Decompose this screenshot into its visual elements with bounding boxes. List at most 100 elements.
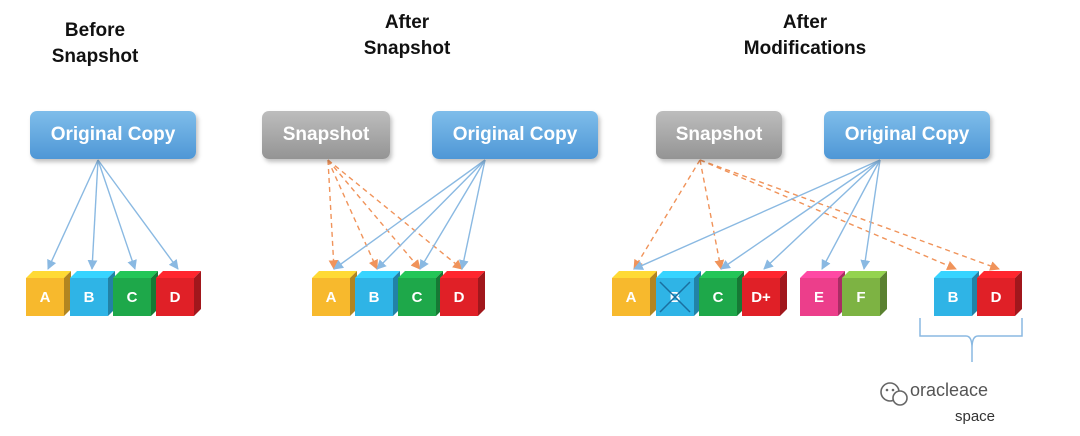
block-label: C <box>713 289 724 306</box>
block-front-face <box>70 278 108 316</box>
snapshot-pointer-arrow <box>699 159 957 271</box>
block-top-face <box>156 271 201 278</box>
snapshot-pointer-arrow <box>699 159 1000 271</box>
block-front-face <box>312 278 350 316</box>
block-top-face <box>312 271 357 278</box>
block-top-face <box>742 271 787 278</box>
heading-line: After <box>782 12 828 33</box>
block-front-face <box>440 278 478 316</box>
block-top-face <box>977 271 1022 278</box>
block-label: D <box>991 289 1002 306</box>
block-top-face <box>113 271 158 278</box>
heading-line: Snapshot <box>363 38 451 59</box>
original-pointer-arrow <box>860 159 881 270</box>
block-c: C <box>699 271 744 316</box>
original-pointer-arrow <box>459 159 486 270</box>
original-copy-node: Original Copy <box>824 111 990 159</box>
original-pointer-arrow <box>633 159 881 270</box>
block-front-face <box>156 278 194 316</box>
heading-line: Before <box>64 20 126 41</box>
block-front-face <box>355 278 393 316</box>
block-top-face <box>70 271 115 278</box>
original-pointer-arrow <box>87 159 99 270</box>
original-pointer-arrow <box>763 159 881 270</box>
snapshot-pointer-arrow <box>327 159 421 270</box>
snapshot-pointer-arrow <box>633 159 701 270</box>
block-top-face <box>26 271 71 278</box>
arrow-layer <box>47 159 1000 271</box>
block-c: C <box>113 271 158 316</box>
block-top-face <box>800 271 845 278</box>
block-front-face <box>842 278 880 316</box>
block-label: D+ <box>751 289 771 306</box>
block-side-face <box>478 271 485 316</box>
block-c: C <box>398 271 443 316</box>
curly-brace-icon <box>919 318 1023 362</box>
block-d: D <box>440 271 485 316</box>
block-top-face <box>398 271 443 278</box>
block-label: F <box>856 289 865 306</box>
block-e: E <box>800 271 845 316</box>
block-front-face <box>699 278 737 316</box>
block-b: B <box>355 271 400 316</box>
original-pointer-arrow <box>97 159 137 270</box>
block-side-face <box>1015 271 1022 316</box>
original-pointer-arrow <box>97 159 179 270</box>
original-copy-node: Original Copy <box>30 111 196 159</box>
block-front-face <box>800 278 838 316</box>
block-side-face <box>64 271 71 316</box>
heading-before-snapshot: Before Snapshot <box>30 18 160 70</box>
block-front-face <box>742 278 780 316</box>
block-label: B <box>369 289 380 306</box>
heading-after-modifications: After Modifications <box>720 10 890 62</box>
block-side-face <box>650 271 657 316</box>
block-front-face <box>113 278 151 316</box>
block-label: D <box>170 289 181 306</box>
block-label: E <box>814 289 824 306</box>
block-a: A <box>612 271 657 316</box>
heading-line: Modifications <box>743 38 867 59</box>
block-side-face <box>780 271 787 316</box>
wechat-icon <box>880 382 908 406</box>
block-b: B <box>934 271 979 316</box>
block-top-face <box>699 271 744 278</box>
block-front-face <box>398 278 436 316</box>
original-pointer-arrow <box>333 159 486 270</box>
snapshot-pointer-arrow <box>327 159 339 270</box>
block-label: C <box>412 289 423 306</box>
block-front-face <box>977 278 1015 316</box>
block-top-face <box>612 271 657 278</box>
block-a: A <box>312 271 357 316</box>
block-a: A <box>26 271 71 316</box>
watermark-text: oracleace <box>910 380 989 400</box>
original-pointer-arrow <box>821 159 881 270</box>
heading-after-snapshot: After Snapshot <box>342 10 472 62</box>
original-pointer-arrow <box>419 159 486 270</box>
block-side-face <box>194 271 201 316</box>
original-pointer-arrow <box>720 159 881 270</box>
block-top-face <box>440 271 485 278</box>
block-b: B <box>656 271 701 316</box>
block-label: B <box>84 289 95 306</box>
block-front-face <box>612 278 650 316</box>
original-pointer-arrow <box>47 159 99 270</box>
original-pointer-arrow <box>376 159 486 270</box>
block-d-plus: D+ <box>742 271 787 316</box>
block-top-face <box>934 271 979 278</box>
heading-line: Snapshot <box>51 46 139 67</box>
block-d: D <box>156 271 201 316</box>
block-label: D <box>454 289 465 306</box>
block-side-face <box>880 271 887 316</box>
block-b: B <box>70 271 115 316</box>
reserved-space-caption: space <box>954 408 996 425</box>
block-front-face <box>26 278 64 316</box>
x-mark-icon <box>659 281 691 313</box>
block-top-face <box>656 271 701 278</box>
block-front-face <box>934 278 972 316</box>
snapshot-pointer-arrow <box>699 159 725 270</box>
block-label: C <box>127 289 138 306</box>
snapshot-node: Snapshot <box>262 111 390 159</box>
snapshot-pointer-arrow <box>327 159 378 270</box>
block-label: A <box>40 289 51 306</box>
